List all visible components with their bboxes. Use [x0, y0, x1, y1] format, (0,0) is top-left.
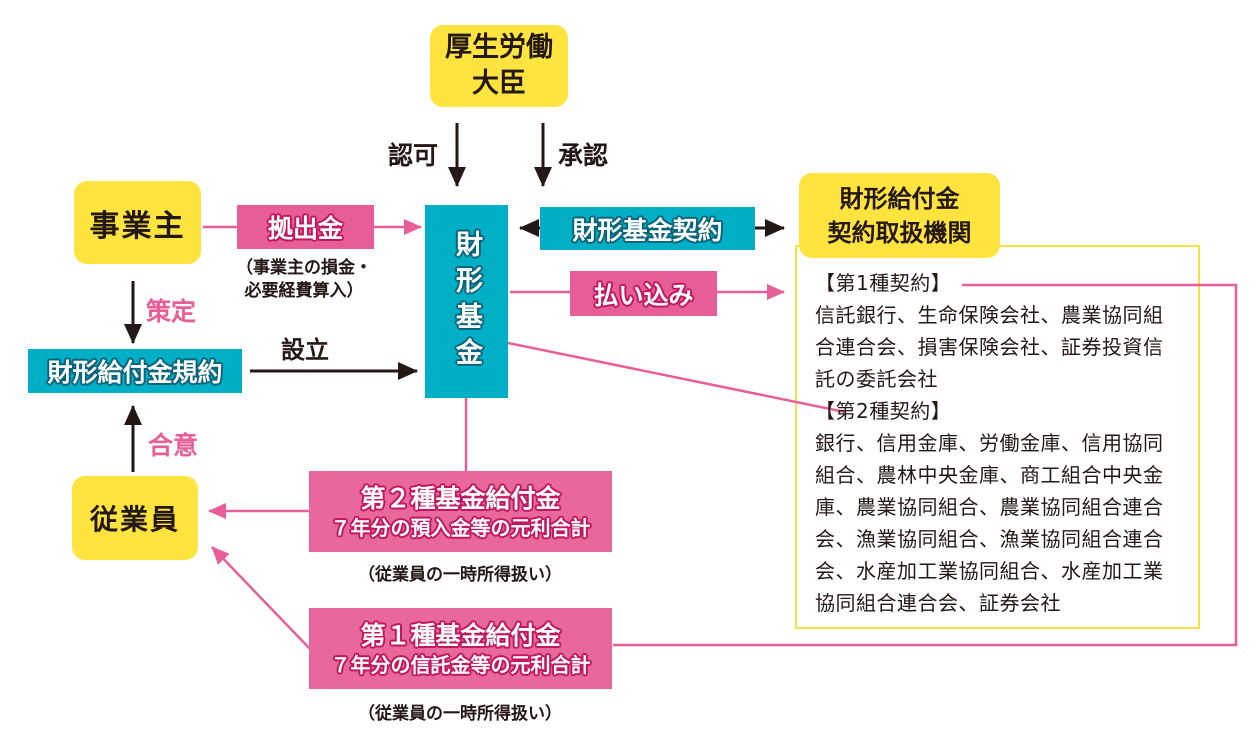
- payment-box: 払い込み: [570, 271, 717, 316]
- handling-institution-label: 財形給付金 契約取扱機関: [827, 184, 972, 247]
- panel-text-line: 会、水産加工業協同組合、水産加工業: [815, 559, 1164, 583]
- panel-text-line: 【第1種契約】: [815, 271, 952, 295]
- type1-benefit-subtitle: ７年分の信託金等の元利合計: [330, 653, 591, 677]
- panel-text-line: 組合、農林中央金庫、商工組合中央金: [815, 463, 1164, 487]
- panel-text-line: 庫、農業協同組合、農業協同組合連合: [815, 495, 1164, 519]
- type1-benefit-title: 第１種基金給付金: [360, 621, 561, 650]
- fund-label: 財形基金: [451, 229, 482, 374]
- payment-label: 払い込み: [593, 280, 694, 310]
- fund-box: 財形基金: [425, 205, 508, 398]
- panel-text-line: 【第2種契約】: [815, 399, 952, 423]
- employee-box: 従業員: [72, 476, 198, 560]
- employee-label: 従業員: [89, 503, 180, 536]
- employer-label: 事業主: [89, 208, 186, 244]
- minister-label: 厚生労働 大臣: [445, 32, 553, 99]
- minister-box: 厚生労働 大臣: [430, 25, 568, 107]
- benefit-rules-label: 財形給付金規約: [47, 358, 223, 387]
- panel-text-line: 信託銀行、生命保険会社、農業協同組: [815, 303, 1164, 327]
- panel-text-line: 会、漁業協同組合、漁業協同組合連合: [815, 527, 1164, 551]
- contribution-label: 拠出金: [267, 214, 343, 243]
- panel-text-line: 銀行、信用金庫、労働金庫、信用協同: [815, 431, 1164, 455]
- contribution-tax-note: （事業主の損金・ 必要経費算入）: [236, 258, 372, 301]
- employer-box: 事業主: [74, 181, 201, 264]
- contribution-box: 拠出金: [237, 205, 374, 249]
- approval-label: 承認: [558, 141, 609, 170]
- fund-contract-label: 財形基金契約: [572, 215, 723, 245]
- temporary-income-note-type2: （従業員の一時所得扱い）: [358, 565, 562, 585]
- establish-label: 設立: [281, 336, 329, 364]
- panel-text-line: 託の委託会社: [815, 367, 938, 391]
- type1-benefit-box: 第１種基金給付金 ７年分の信託金等の元利合計: [309, 608, 612, 689]
- agreement-label: 合意: [148, 431, 199, 460]
- handling-institution-box: 財形給付金 契約取扱機関: [799, 173, 1000, 258]
- panel-text-line: 協同組合連合会、証券会社: [815, 591, 1061, 615]
- formulate-label: 策定: [146, 297, 197, 326]
- type2-benefit-subtitle: ７年分の預入金等の元利合計: [330, 516, 591, 540]
- temporary-income-note-type1: （従業員の一時所得扱い）: [358, 704, 562, 724]
- authorization-label: 認可: [388, 141, 439, 170]
- type1-to-employee-arrow: [211, 546, 313, 652]
- contract-institutions-text: 【第1種契約】信託銀行、生命保険会社、農業協同組合連合会、損害保険会社、証券投資…: [815, 267, 1200, 619]
- type2-benefit-title: 第２種基金給付金: [360, 484, 561, 513]
- fund-contract-box: 財形基金契約: [540, 207, 755, 250]
- type2-benefit-box: 第２種基金給付金 ７年分の預入金等の元利合計: [309, 471, 612, 552]
- benefit-rules-box: 財形給付金規約: [28, 349, 242, 393]
- panel-text-line: 合連合会、損害保険会社、証券投資信: [815, 335, 1164, 359]
